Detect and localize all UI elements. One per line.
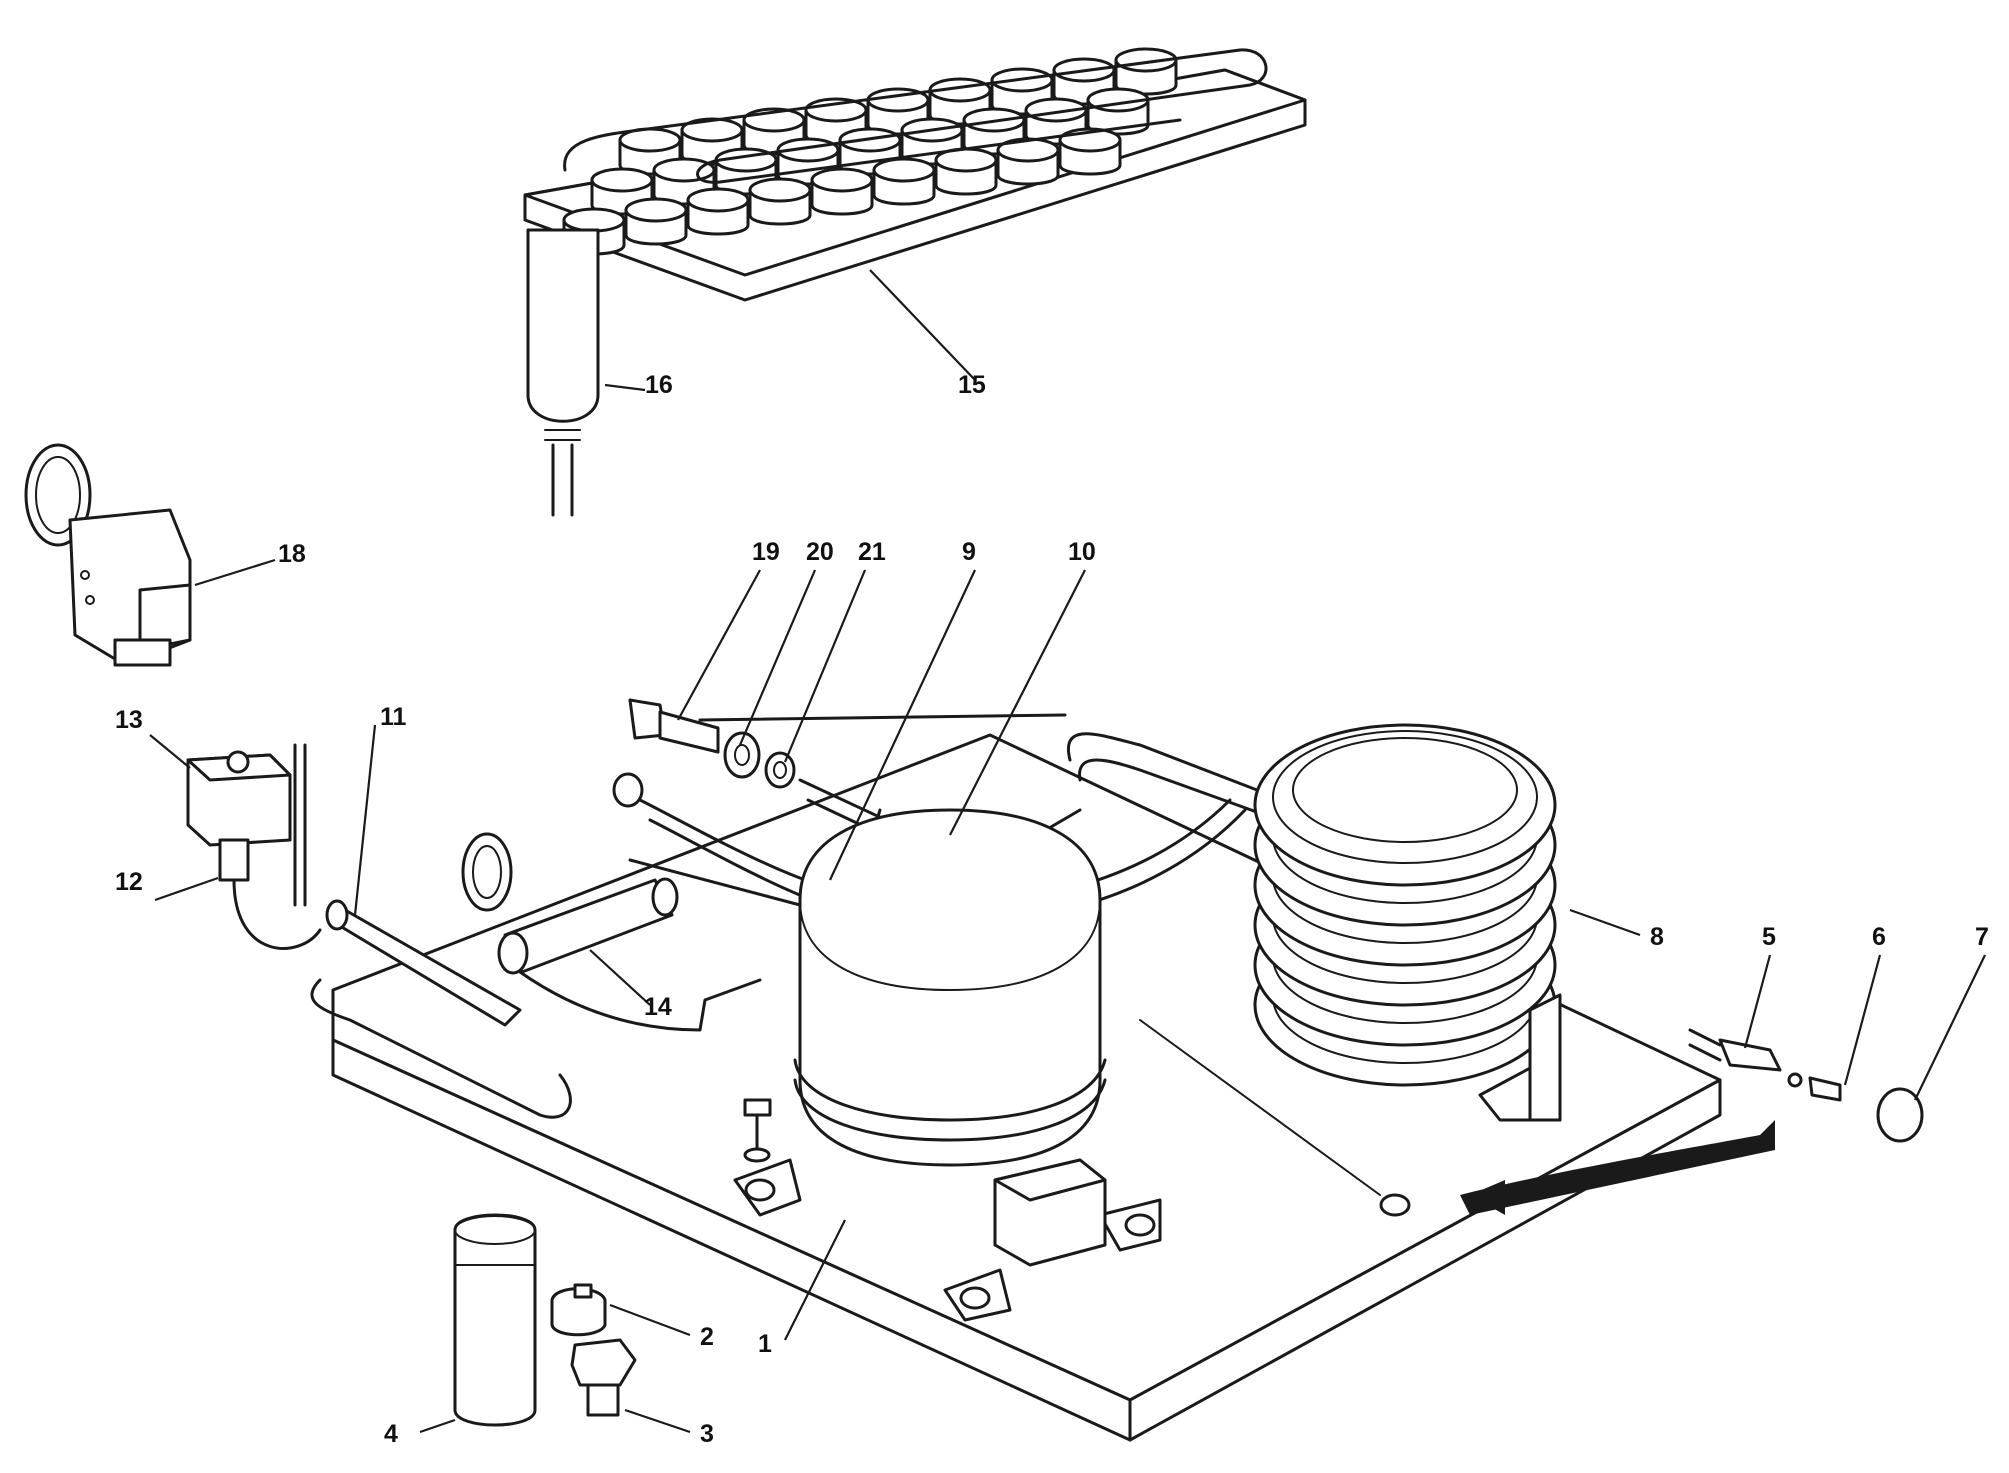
ice-cup (996, 137, 1060, 186)
callout-8: 8 (1650, 923, 1664, 951)
callout-12: 12 (115, 868, 143, 896)
callout-labels: 1 2 3 4 5 6 7 8 9 10 11 12 13 14 15 16 1… (115, 371, 1989, 1448)
loose-parts (453, 1213, 637, 1427)
thermostat (24, 443, 192, 667)
leader-lines (149, 269, 1986, 1434)
callout-20: 20 (806, 538, 834, 566)
ice-cup (872, 157, 936, 206)
receiver-cylinder (461, 832, 802, 1032)
callout-3: 3 (700, 1420, 714, 1448)
service-valve-parts (628, 698, 796, 789)
callout-18: 18 (278, 540, 306, 568)
service-fittings (1688, 1028, 1924, 1143)
direction-arrow (1460, 1120, 1775, 1215)
callout-1: 1 (758, 1330, 772, 1358)
callout-2: 2 (700, 1323, 714, 1351)
callout-21: 21 (858, 538, 886, 566)
ice-cup (1114, 47, 1178, 96)
callout-6: 6 (1872, 923, 1886, 951)
ice-cup (624, 197, 688, 246)
dryer-filter (310, 899, 572, 1119)
coil-ring (1253, 723, 1557, 887)
callout-4: 4 (384, 1420, 398, 1448)
callout-15: 15 (958, 371, 986, 399)
ice-cup (810, 167, 874, 216)
accumulator-cylinder (526, 228, 600, 517)
ice-cup (748, 177, 812, 226)
coil-rings (1253, 723, 1557, 1087)
compressor (733, 808, 1162, 1322)
evaporator-ice-tray (523, 47, 1307, 302)
capillary-tube (1139, 1019, 1411, 1217)
callout-7: 7 (1975, 923, 1989, 951)
ice-cup-grid (562, 47, 1178, 256)
callout-10: 10 (1068, 538, 1096, 566)
condenser-coil (1067, 723, 1562, 1122)
ice-cup (934, 147, 998, 196)
ice-cup (686, 187, 750, 236)
callout-5: 5 (1762, 923, 1776, 951)
solenoid-valve (186, 743, 322, 950)
callout-14: 14 (644, 993, 672, 1021)
callout-16: 16 (645, 371, 673, 399)
callout-11: 11 (380, 703, 407, 731)
callout-19: 19 (752, 538, 780, 566)
callout-13: 13 (115, 706, 143, 734)
callout-9: 9 (962, 538, 976, 566)
